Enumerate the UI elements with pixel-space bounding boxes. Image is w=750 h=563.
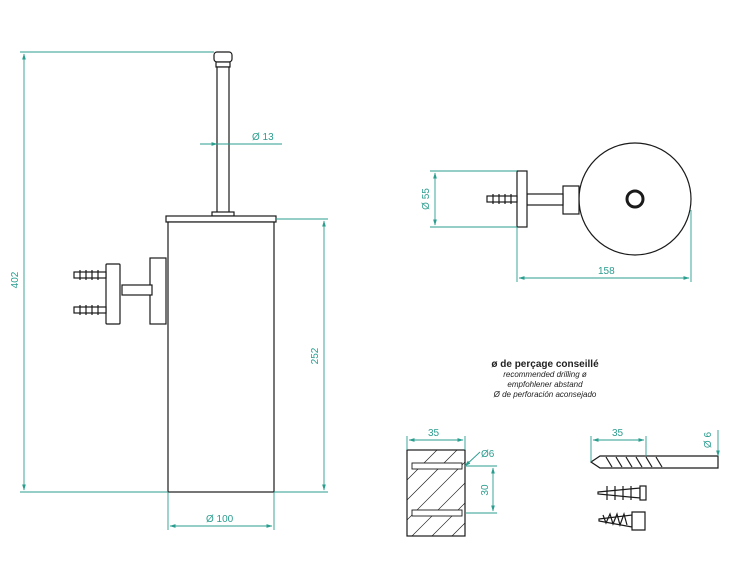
- brush-rod: [216, 66, 230, 215]
- handle-knob: [213, 51, 233, 63]
- top-view: Ø 55 158: [421, 142, 692, 282]
- dim-block-hole-label: Ø6: [481, 449, 495, 460]
- top-wall-anchor: [486, 194, 518, 204]
- dim-holder-diameter-label: Ø 100: [206, 514, 234, 525]
- block-hole-top: [411, 462, 463, 470]
- dim-block-width-label: 35: [428, 428, 440, 439]
- drilling-note: ø de perçage conseillé recommended drill…: [440, 360, 650, 400]
- note-en: recommended drilling ø: [503, 370, 587, 379]
- block-hole-bottom: [411, 509, 463, 517]
- handle-cap: [215, 61, 231, 68]
- wall-plate: [105, 263, 121, 325]
- dim-402-label: 402: [10, 271, 21, 288]
- dim-rod-diameter-label: Ø 13: [252, 132, 274, 143]
- note-es: Ø de perforación aconsejado: [493, 390, 597, 399]
- dim-drill-length-label: 35: [612, 428, 624, 439]
- drill-bit: [589, 455, 719, 469]
- note-de: empfohlener abstand: [507, 380, 583, 389]
- holder-body: [167, 221, 275, 493]
- top-wall-plate: [516, 170, 528, 228]
- rod-hole: [625, 189, 645, 209]
- dim-drill-diameter-label: Ø 6: [703, 432, 714, 449]
- holder-lid: [165, 215, 277, 223]
- holder-top-circle: [578, 142, 692, 256]
- top-bracket-block: [562, 185, 580, 215]
- dim-55-label: Ø 55: [421, 188, 432, 210]
- drill-block-section: 35 Ø6 30: [406, 428, 497, 537]
- fixings-detail: 35 Ø 6: [589, 428, 720, 531]
- wall-anchor-bottom: [73, 305, 107, 315]
- dim-158-label: 158: [598, 266, 615, 277]
- rod-collar: [211, 211, 235, 217]
- bracket-arm: [121, 284, 153, 296]
- wall-anchor-top: [73, 270, 107, 280]
- dim-252-label: 252: [310, 347, 321, 364]
- screw: [598, 511, 646, 531]
- dowel: [597, 485, 647, 501]
- note-title: ø de perçage conseillé: [491, 359, 599, 370]
- front-view: 402 Ø 13 252 Ø 100: [10, 51, 328, 530]
- top-bracket-arm: [526, 193, 564, 206]
- dim-block-spacing-label: 30: [480, 484, 491, 496]
